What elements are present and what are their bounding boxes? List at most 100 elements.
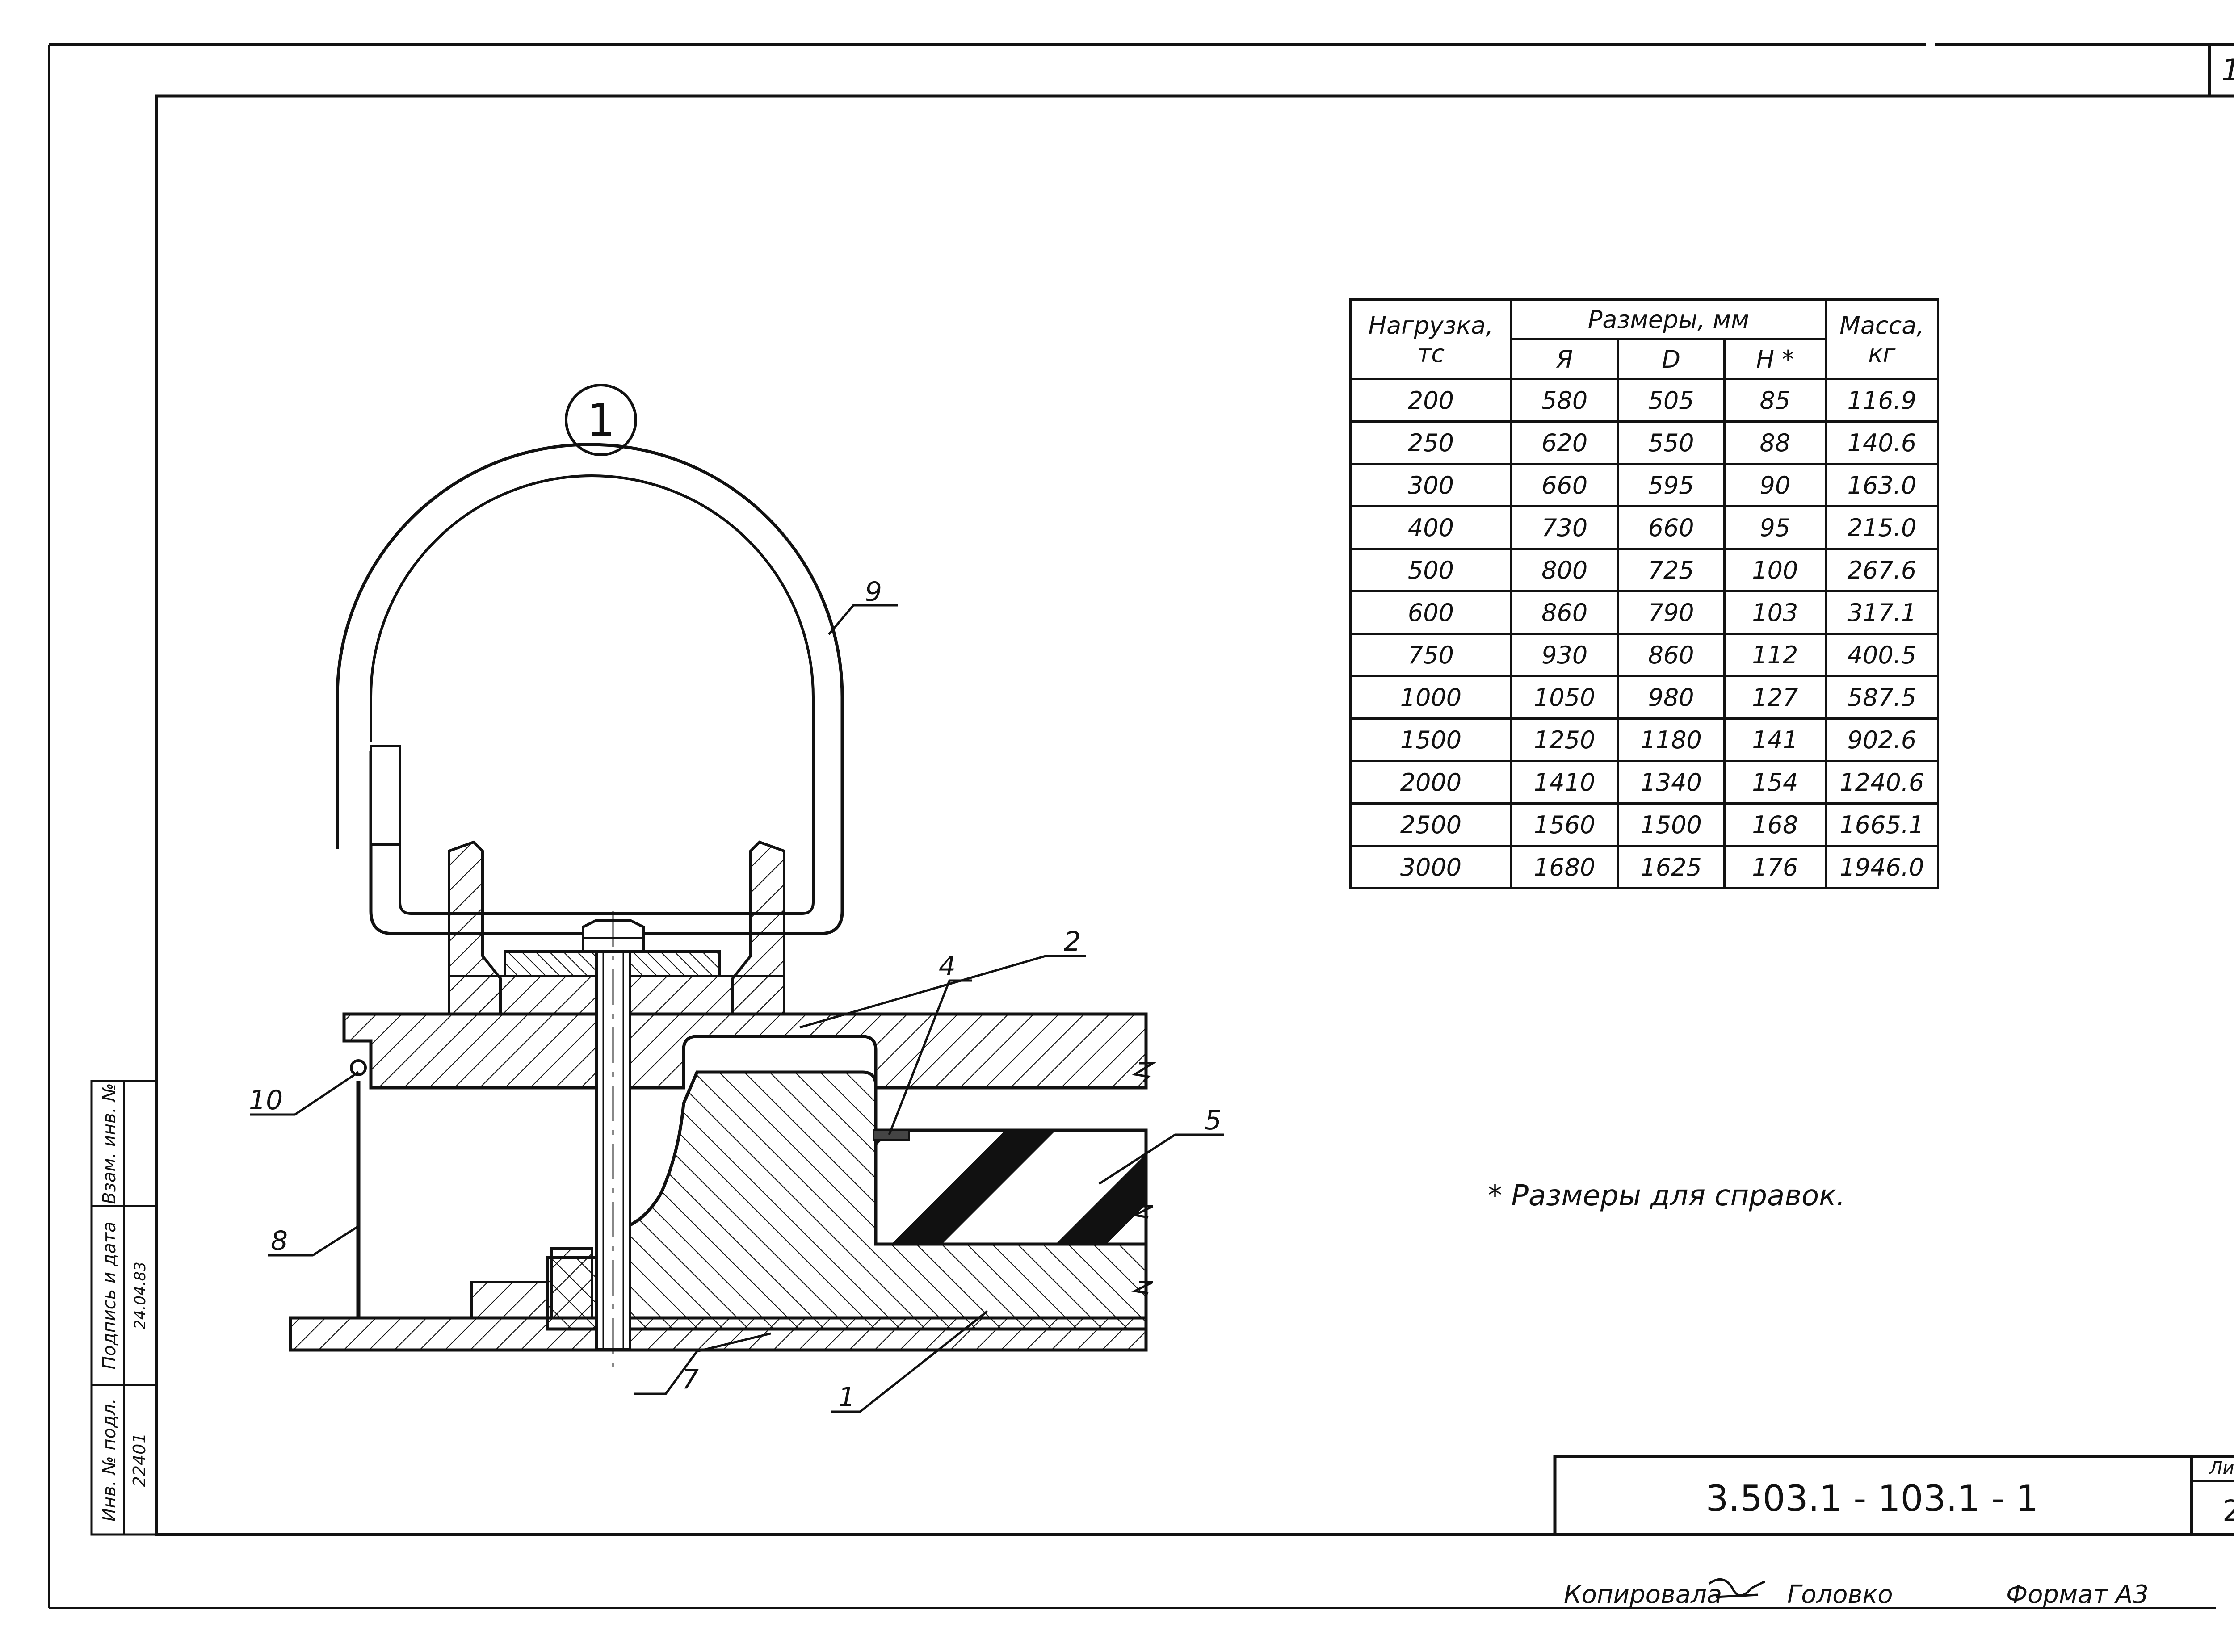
stamp-inv-label: Инв. № подл. [99, 1398, 120, 1522]
table-cell: 250 [1349, 420, 1512, 465]
header-col-h: H * [1723, 338, 1827, 380]
table-cell: 1946.0 [1824, 845, 1940, 889]
table-cell: 1180 [1617, 717, 1726, 762]
callout-circle [565, 384, 637, 456]
table-cell: 215.0 [1824, 505, 1940, 550]
table-cell: 2500 [1349, 802, 1512, 847]
cover-outer [336, 443, 844, 935]
table-cell: 660 [1617, 505, 1726, 550]
part-label-4: 4 [939, 951, 956, 982]
table-cell: 400.5 [1824, 633, 1940, 677]
table-cell: 103 [1723, 590, 1827, 635]
footer-copier-name: Головко [1787, 1580, 1893, 1609]
inner-frame [155, 94, 2234, 1536]
table-cell: 200 [1349, 378, 1512, 423]
header-col-d: D [1617, 338, 1726, 380]
table-cell: 140.6 [1824, 420, 1940, 465]
table-cell: 800 [1510, 548, 1619, 592]
elastomer-pad [874, 1128, 1148, 1246]
table-cell: 116.9 [1824, 378, 1940, 423]
table-cell: 980 [1617, 675, 1726, 720]
table-cell: 600 [1349, 590, 1512, 635]
table-cell: 790 [1617, 590, 1726, 635]
table-cell: 930 [1510, 633, 1619, 677]
table-cell: 1560 [1510, 802, 1619, 847]
part-label-9: 9 [865, 576, 882, 608]
title-block: 3.503.1 - 103.1 - 1 Лист 2 [1553, 1455, 2234, 1536]
table-cell: 176 [1723, 845, 1827, 889]
table-cell: 85 [1723, 378, 1827, 423]
table-cell: 90 [1723, 463, 1827, 507]
table-cell: 1680 [1510, 845, 1619, 889]
stamp-replace-label: Взам. инв. № [99, 1083, 120, 1204]
table-cell: 168 [1723, 802, 1827, 847]
table-cell: 267.6 [1824, 548, 1940, 592]
part-label-5: 5 [1205, 1105, 1222, 1136]
stop-block [470, 1281, 549, 1319]
table-cell: 163.0 [1824, 463, 1940, 507]
copier-signature-icon [1708, 1578, 1766, 1598]
table-cell: 1500 [1349, 717, 1512, 762]
table-cell: 725 [1617, 548, 1726, 592]
top-sheet-number-box: 14 [2208, 45, 2234, 96]
stop-block-upper [550, 1247, 593, 1319]
table-cell: 1625 [1617, 845, 1726, 889]
table-cell: 95 [1723, 505, 1827, 550]
table-cell: 300 [1349, 463, 1512, 507]
table-cell: 580 [1510, 378, 1619, 423]
side-stamp: Взам. инв. № Подпись и дата Инв. № подл.… [90, 1080, 158, 1536]
table-cell: 2000 [1349, 760, 1512, 805]
table-cell: 1000 [1349, 675, 1512, 720]
header-load: Нагрузка, тс [1349, 298, 1512, 380]
part-label-10: 10 [249, 1085, 283, 1116]
reference-note: * Размеры для справок. [1488, 1179, 1846, 1212]
sheet-label: Лист [2208, 1458, 2234, 1479]
table-cell: 127 [1723, 675, 1827, 720]
table-cell: 1240.6 [1824, 760, 1940, 805]
table-cell: 317.1 [1824, 590, 1940, 635]
table-cell: 595 [1617, 463, 1726, 507]
table-cell: 1340 [1617, 760, 1726, 805]
top-sheet-number: 14 [2221, 53, 2234, 88]
part-label-2: 2 [1064, 926, 1081, 957]
pot-body [546, 1070, 1148, 1331]
table-cell: 400 [1349, 505, 1512, 550]
footer-format: Формат А3 [2006, 1580, 2149, 1609]
table-cell: 587.5 [1824, 675, 1940, 720]
table-cell: 1050 [1510, 675, 1619, 720]
part-label-7: 7 [682, 1364, 699, 1395]
cover-inner [370, 474, 815, 915]
table-cell: 902.6 [1824, 717, 1940, 762]
break-line-bot [1131, 1281, 1154, 1295]
table-cell: 860 [1510, 590, 1619, 635]
load-dimensions-table: Нагрузка, тс Размеры, мм Масса, кг Я D H… [1349, 298, 1940, 889]
stamp-sign-label: Подпись и дата [99, 1221, 120, 1369]
header-col-a: Я [1510, 338, 1619, 380]
table-cell: 154 [1723, 760, 1827, 805]
footer: Копировала Головко Формат А3 [1564, 1578, 2149, 1609]
table-cell: 505 [1617, 378, 1726, 423]
table-cell: 750 [1349, 633, 1512, 677]
table-cell: 141 [1723, 717, 1827, 762]
callout-number: 1 [587, 394, 615, 446]
table-cell: 550 [1617, 420, 1726, 465]
part-label-1: 1 [838, 1382, 855, 1413]
footer-copied-label: Копировала [1564, 1580, 1722, 1609]
table-cell: 730 [1510, 505, 1619, 550]
bearing-detail-drawing: 1 [249, 384, 1224, 1413]
table-cell: 1410 [1510, 760, 1619, 805]
table-cell: 100 [1723, 548, 1827, 592]
top-plate [342, 1012, 1148, 1090]
drawing-designation: 3.503.1 - 103.1 - 1 [1706, 1478, 2039, 1519]
